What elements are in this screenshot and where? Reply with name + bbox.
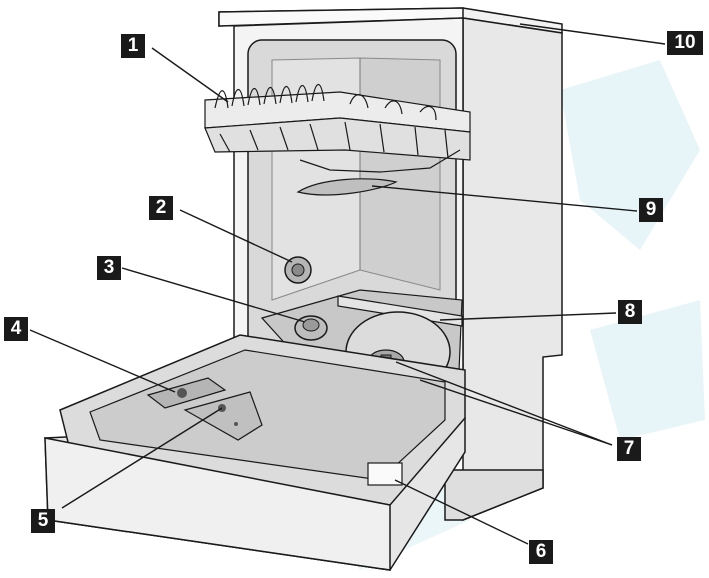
upper-spray-connector [284, 256, 312, 284]
callout-leader-lines [29, 23, 666, 545]
callout-3: 3 [97, 256, 121, 280]
open-door [44, 334, 466, 571]
callout-5: 5 [31, 509, 55, 533]
lower-spray-arm [337, 295, 463, 327]
cabinet-side-panel [462, 17, 563, 522]
callout-10: 10 [667, 31, 703, 55]
callout-8: 8 [618, 300, 642, 324]
rating-plate [367, 462, 403, 486]
callout-2: 2 [149, 196, 173, 220]
callout-7: 7 [617, 437, 641, 461]
callout-6: 6 [529, 540, 553, 564]
rinse-aid-dispenser [146, 377, 227, 409]
upper-basket [204, 83, 471, 173]
callout-4: 4 [4, 317, 28, 341]
upper-spray-arm [296, 178, 398, 196]
lower-spray-arm-hub [294, 315, 328, 341]
cabinet-plinth [444, 469, 544, 521]
callout-9: 9 [639, 198, 663, 222]
callout-1: 1 [121, 34, 145, 58]
